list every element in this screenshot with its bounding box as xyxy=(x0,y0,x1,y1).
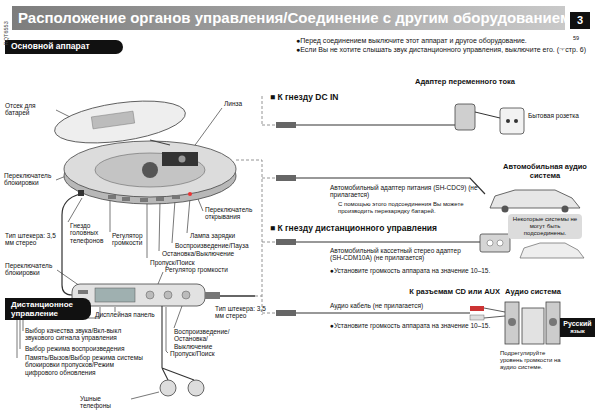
part-label: Выбор качества звука/Вкл-выкл звукового … xyxy=(25,327,137,342)
note-text: Подрегулируйте уровень громкости на ауди… xyxy=(500,350,562,371)
note-text: ●Перед соединением выключите этот аппара… xyxy=(296,37,588,45)
node-text: 3 xyxy=(573,14,587,27)
note-text: ●Установите громкость аппарата на значен… xyxy=(330,322,500,329)
part-label: Регулятор громкости xyxy=(165,266,245,273)
part-label: Ушные телефоны xyxy=(80,395,132,410)
note-text: ●Установите громкость аппарата на значен… xyxy=(330,267,500,274)
doc-code: RQT6553 xyxy=(3,5,9,45)
note-box: Некоторые системы не могут быть подсоеди… xyxy=(508,214,582,239)
part-label: Тип штекера: 3,5 мм стерео xyxy=(5,232,57,247)
node-text: Русский xyxy=(562,320,593,328)
audio-system xyxy=(505,302,560,344)
note-text: ●Если Вы не хотите слышать звук дистанци… xyxy=(296,46,588,54)
part-label: Отсек для батарей xyxy=(5,102,57,117)
part-label: Память/Вызов/Выбор режима системы блокир… xyxy=(25,354,147,376)
ac-adapter xyxy=(276,104,524,134)
part-label: Переключатель блокировки xyxy=(4,172,56,187)
section-heading: ■ К гнезду дистанционного управления xyxy=(270,224,490,234)
section-band: Основной аппарат xyxy=(5,40,123,54)
part-label: Выбор режима воспроизведения xyxy=(25,345,137,352)
node-text: Основной аппарат xyxy=(11,42,117,52)
page-title: Расположение органов управления/Соединен… xyxy=(12,6,565,30)
node-text: Дистанционное управление xyxy=(11,300,85,318)
headphone-cable xyxy=(62,194,80,295)
part-label: Лампа зарядки xyxy=(190,232,252,239)
device-label: Адаптер переменного тока xyxy=(410,78,520,87)
cd-player xyxy=(52,94,236,204)
device-label: Аудио кабель (не прилагается) xyxy=(330,302,460,309)
part-label: Воспроизведение/Пауза xyxy=(175,242,260,249)
page-number: 59 xyxy=(573,35,591,41)
device-label: Бытовая розетка xyxy=(528,112,583,119)
part-label: Дисплейная панель xyxy=(95,311,157,318)
guide-lines xyxy=(236,96,276,315)
part-label: Пропуск/Поиск xyxy=(150,259,220,266)
language-tab: Русскийязык xyxy=(560,318,595,337)
page-number: 3 xyxy=(570,12,590,29)
device-label: Аудио система xyxy=(502,288,564,297)
node-text: Некоторые системы не могут быть подсоеди… xyxy=(511,216,579,237)
device-label: К разъемам CD или AUX xyxy=(400,288,500,297)
device-label: Автомобильный адаптер питания (SH-CDC9) … xyxy=(330,184,480,199)
part-label: Линза xyxy=(224,100,264,107)
part-label: Регулятор громкости xyxy=(112,232,145,247)
section-band: Дистанционное управление xyxy=(5,298,91,320)
node-text: язык xyxy=(562,328,593,335)
device-label: Автомобильный кассетный стерео адаптер (… xyxy=(330,247,475,262)
part-label: Пропуск/Поиск xyxy=(170,350,240,357)
device-label: Автомобильная аудио система xyxy=(500,163,590,180)
section-heading: ■ К гнезду DC IN xyxy=(270,93,420,103)
note-text: С помощью этого подсоединения Вы можете … xyxy=(338,201,488,215)
part-label: Гнездо головных телефонов xyxy=(70,222,108,244)
part-label: Воспроизведение/ Остановка/Выключение xyxy=(174,328,246,350)
title-band: Расположение органов управления/Соединен… xyxy=(12,6,565,30)
part-label: Переключатель блокировки xyxy=(5,262,57,277)
remote-control xyxy=(72,284,255,306)
part-label: Переключатель открывания xyxy=(205,206,263,221)
part-label: Тип штекера: 3,5 мм стерео xyxy=(215,305,271,320)
part-label: Остановка/Выключение xyxy=(162,250,247,257)
